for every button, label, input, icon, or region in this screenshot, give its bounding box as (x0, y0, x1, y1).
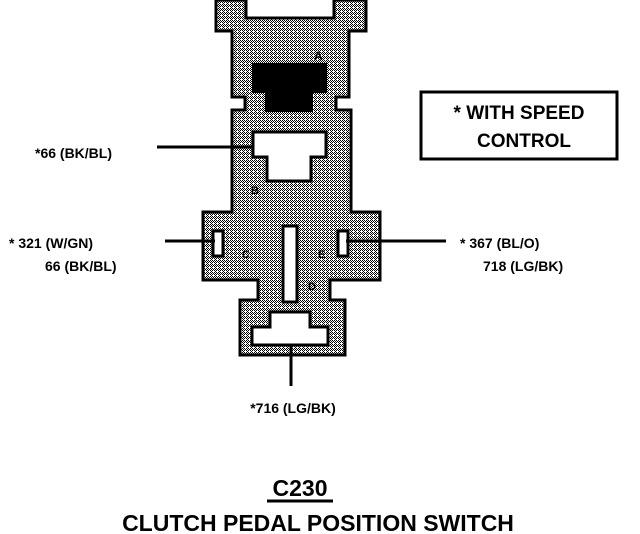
cavity-bottom (250, 310, 330, 347)
letter-e: E (318, 249, 325, 261)
wire-label-e2: 718 (LG/BK) (483, 258, 563, 274)
cavity-b (251, 130, 328, 183)
letter-c: C (242, 249, 250, 261)
connector-id: C230 (273, 475, 328, 501)
wire-label-c1: * 321 (W/GN) (9, 235, 93, 251)
wire-label-bottom: *716 (LG/BK) (250, 400, 336, 416)
note-box (419, 90, 619, 161)
note-line1: * WITH SPEED (454, 103, 585, 124)
letter-a: A (314, 49, 323, 63)
letter-d: D (308, 281, 316, 293)
pin-e (336, 229, 350, 258)
center-slot (281, 224, 299, 304)
diagram-title: CLUTCH PEDAL POSITION SWITCH (122, 510, 514, 534)
pin-c (211, 229, 225, 258)
wire-label-b: *66 (BK/BL) (35, 145, 112, 161)
wire-label-e1: * 367 (BL/O) (460, 235, 539, 251)
wire-label-c2: 66 (BK/BL) (45, 258, 117, 274)
letter-b: B (251, 185, 259, 197)
note-line2: CONTROL (477, 131, 571, 152)
cavity-a-terminal (252, 63, 327, 112)
